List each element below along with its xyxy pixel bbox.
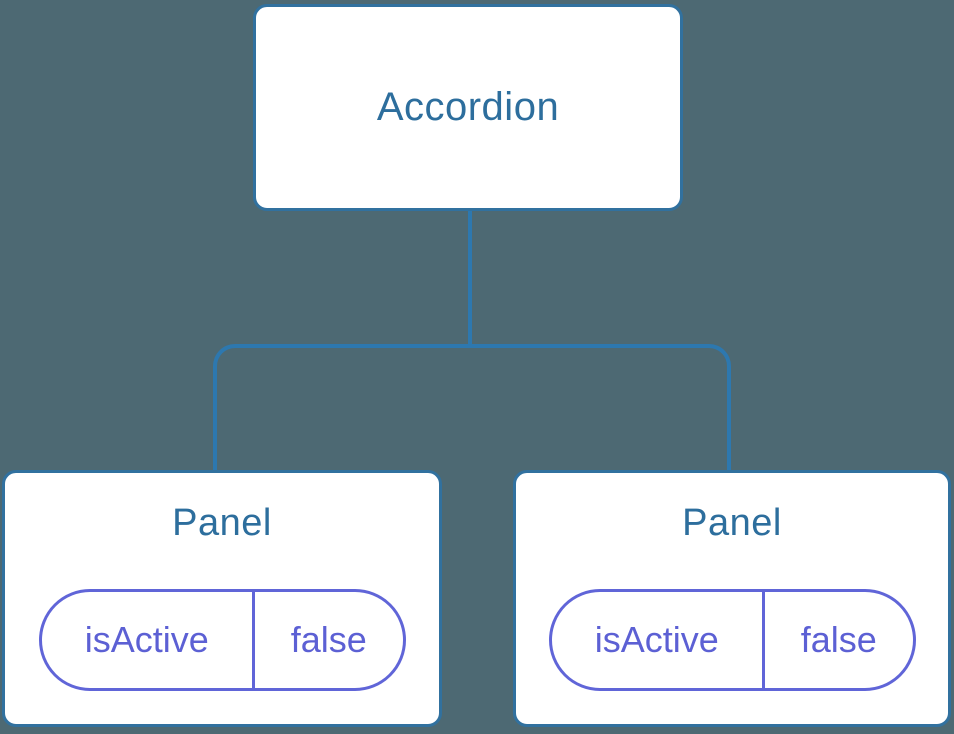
connector-stem	[468, 211, 472, 347]
panel-right-label: Panel	[682, 502, 782, 544]
state-pill-right: isActive false	[548, 589, 916, 691]
connector-bracket	[213, 344, 731, 470]
state-pill-left: isActive false	[38, 589, 406, 691]
node-accordion: Accordion	[253, 4, 683, 211]
accordion-label: Accordion	[376, 85, 560, 129]
panel-left-label: Panel	[172, 502, 272, 544]
node-panel-left: Panel isActive false	[2, 470, 442, 727]
state-key: isActive	[42, 592, 255, 688]
state-key: isActive	[552, 592, 765, 688]
state-value: false	[800, 619, 877, 660]
node-panel-right: Panel isActive false	[513, 470, 951, 727]
state-value: false	[290, 619, 367, 660]
